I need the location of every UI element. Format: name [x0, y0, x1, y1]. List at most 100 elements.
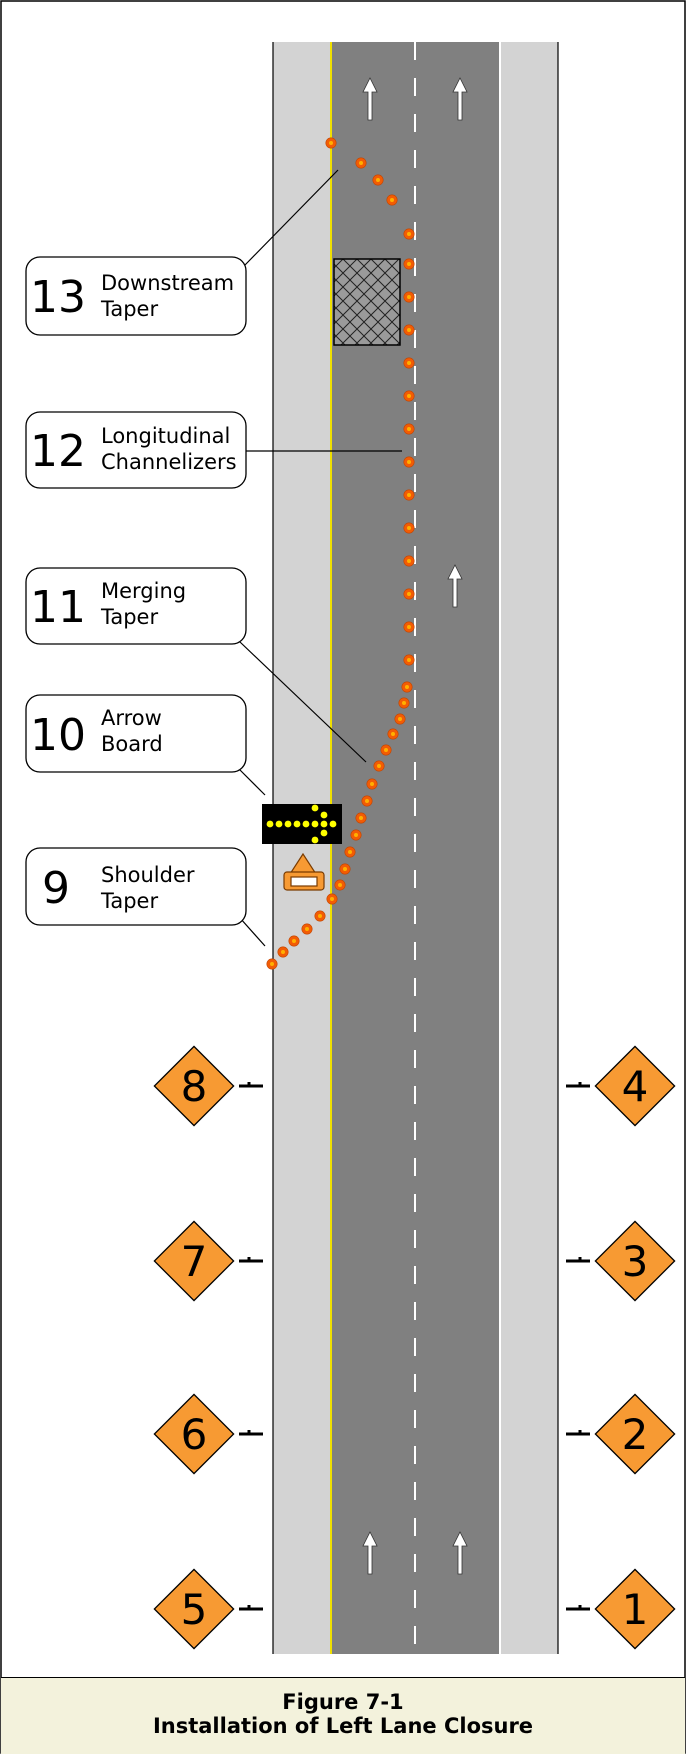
callout-number: 9 — [42, 863, 70, 914]
warning-signs: 8 7 6 5 4 3 — [153, 1045, 676, 1650]
arrow-board-light — [329, 820, 337, 828]
callout-13: 13 Downstream Taper — [25, 256, 247, 336]
callout-box — [25, 567, 247, 645]
cone-center — [407, 394, 411, 398]
callout-line2: Board — [101, 732, 163, 756]
cone-center — [407, 460, 411, 464]
cone-center — [407, 658, 411, 662]
cone-center — [377, 764, 381, 768]
callout-number: 10 — [30, 710, 86, 761]
arrow-board-light — [311, 836, 319, 844]
cone-center — [407, 592, 411, 596]
truck-icon — [283, 852, 325, 891]
callout-box — [25, 694, 247, 773]
arrow-board-light — [311, 804, 319, 812]
callout-line1: Arrow — [101, 706, 162, 730]
callout-line2: Taper — [100, 889, 158, 913]
cone-center — [281, 950, 285, 954]
sign-1: 1 — [566, 1568, 676, 1650]
leader-9 — [239, 917, 266, 947]
cone-center — [343, 867, 347, 871]
left-shoulder — [273, 42, 331, 1654]
cone-center — [407, 493, 411, 497]
sign-diamond — [594, 1568, 676, 1650]
sign-3: 3 — [566, 1220, 676, 1302]
callout-line2: Channelizers — [101, 450, 237, 474]
callout-box — [25, 847, 247, 926]
callout-box — [25, 411, 247, 489]
sign-number: 5 — [181, 1585, 208, 1634]
cone-center — [348, 850, 352, 854]
cone-center — [391, 732, 395, 736]
cone-center — [354, 833, 358, 837]
callout-line1: Downstream — [101, 271, 234, 295]
sign-number: 4 — [622, 1062, 649, 1111]
sign-number: 2 — [622, 1410, 649, 1459]
cone-center — [407, 427, 411, 431]
arrow-board-light — [302, 820, 310, 828]
arrow-board-light — [293, 820, 301, 828]
callout-line1: Merging — [101, 579, 186, 603]
callout-9: 9 Shoulder Taper — [25, 847, 247, 926]
callout-number: 13 — [30, 272, 86, 323]
cone-center — [292, 939, 296, 943]
arrow-board-light — [284, 820, 292, 828]
callout-line1: Shoulder — [101, 863, 195, 887]
cone-center — [390, 198, 394, 202]
arrow-board-light — [311, 820, 319, 828]
sign-diamond — [594, 1220, 676, 1302]
cone-center — [398, 717, 402, 721]
sign-5: 5 — [153, 1568, 263, 1650]
callout-11: 11 Merging Taper — [25, 567, 247, 645]
cone-center — [407, 625, 411, 629]
cone-center — [318, 914, 322, 918]
work-area — [333, 258, 401, 346]
right-shoulder — [499, 42, 558, 1654]
cone-center — [370, 782, 374, 786]
callout-12: 12 Longitudinal Channelizers — [25, 411, 247, 489]
arrow-board-light — [320, 820, 328, 828]
lane-arrow-icon — [452, 77, 468, 121]
sign-2: 2 — [566, 1393, 676, 1475]
callout-box — [25, 256, 247, 336]
sign-6: 6 — [153, 1393, 263, 1475]
cone-center — [305, 927, 309, 931]
cone-center — [384, 748, 388, 752]
cone-center — [359, 816, 363, 820]
cone-center — [407, 295, 411, 299]
arrow-board — [262, 804, 342, 844]
cone-center — [407, 526, 411, 530]
sign-diamond — [153, 1568, 235, 1650]
callout-line2: Taper — [100, 297, 158, 321]
cone-center — [407, 559, 411, 563]
cone-center — [270, 962, 274, 966]
truck-cab — [290, 876, 318, 887]
callout-number: 11 — [30, 582, 86, 633]
figure-caption: Figure 7-1 Installation of Left Lane Clo… — [1, 1677, 685, 1754]
lane-arrows — [362, 77, 468, 1575]
cone-center — [405, 685, 409, 689]
callout-line2: Taper — [100, 605, 158, 629]
caption-title: Installation of Left Lane Closure — [152, 1714, 534, 1738]
lane-arrow-icon — [447, 564, 463, 608]
roadway — [272, 42, 559, 1654]
lane-arrow-icon — [452, 1531, 468, 1575]
arrow-board-panel — [262, 804, 342, 844]
arrow-board-light — [266, 820, 274, 828]
caption-figure-number: Figure 7-1 — [282, 1690, 404, 1714]
cone-center — [407, 262, 411, 266]
lane-arrow-icon — [362, 77, 378, 121]
arrow-board-light — [320, 811, 328, 819]
sign-diamond — [153, 1393, 235, 1475]
arrow-board-light — [275, 820, 283, 828]
sign-number: 3 — [622, 1237, 649, 1286]
leader-10 — [237, 767, 266, 796]
sign-number: 6 — [181, 1410, 208, 1459]
cone-center — [407, 328, 411, 332]
channelizer-cones — [266, 137, 415, 970]
sign-diamond — [153, 1220, 235, 1302]
cone-center — [338, 883, 342, 887]
sign-7: 7 — [153, 1220, 263, 1302]
sign-number: 1 — [622, 1585, 649, 1634]
